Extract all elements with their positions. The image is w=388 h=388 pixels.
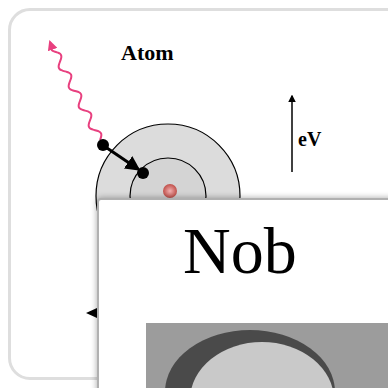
energy-label: eV [298,128,321,151]
electron-dot [137,167,149,179]
panel-title: Atom [121,41,174,65]
energy-arrow [291,96,293,172]
axis-arrowhead [86,308,97,318]
slide-title: Nob [183,215,297,288]
transition-arrow [104,146,138,169]
nucleus [163,184,177,198]
slide-box: Nob [97,198,388,388]
electron-dot [97,139,109,151]
photon-wave [50,42,101,140]
